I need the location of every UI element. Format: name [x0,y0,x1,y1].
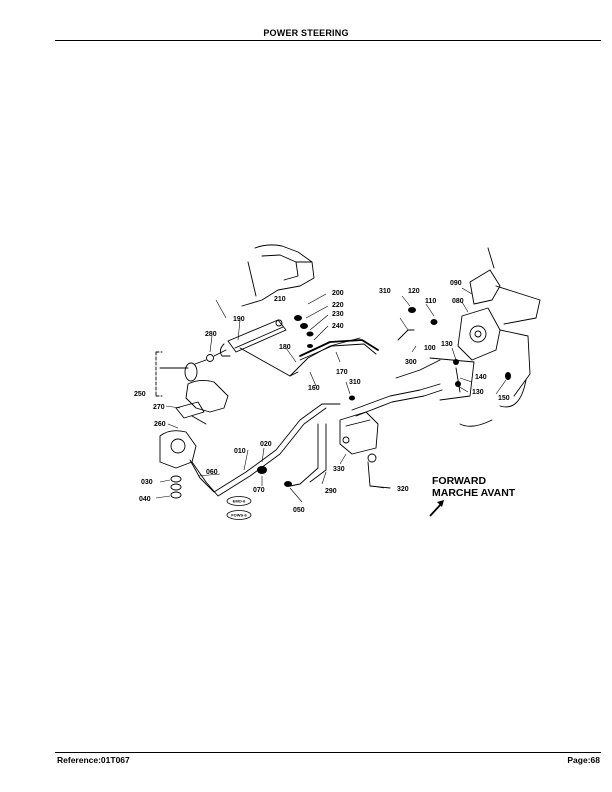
steering-unit [457,307,501,361]
svg-text:EMO-6: EMO-6 [233,499,246,504]
forward-arrow-icon [429,500,444,517]
callout-130a: 130 [441,341,453,348]
page-title: POWER STEERING [263,28,349,38]
direction-label-en: FORWARD [432,475,486,487]
callout-230: 230 [332,311,344,318]
callout-050: 050 [293,507,305,514]
return-line [289,423,319,487]
callout-090: 090 [450,280,462,287]
footer-rule [55,752,601,753]
svg-text:FOWS-6: FOWS-6 [231,513,247,518]
callout-310a: 310 [379,288,391,295]
pressure-line [189,403,341,493]
callout-080: 080 [452,298,464,305]
callout-110: 110 [425,298,436,305]
callout-130b: 130 [472,389,484,396]
callout-150: 150 [498,395,510,402]
hose-170 [299,339,379,357]
callout-240: 240 [332,323,344,330]
callout-020: 020 [260,441,272,448]
callout-210: 210 [274,296,286,303]
callout-330: 330 [333,466,345,473]
callout-160: 160 [308,385,320,392]
callout-310b: 310 [349,379,361,386]
callout-010: 010 [234,448,246,455]
callout-250: 250 [134,391,146,398]
header-rule [55,40,601,41]
steering-cylinder [227,319,287,353]
callout-170: 170 [336,369,348,376]
callout-200: 200 [332,290,344,297]
steering-pump [159,430,197,469]
reference-label: Reference:01T067 [57,755,130,765]
callout-070: 070 [253,487,265,494]
callout-260: 260 [154,421,166,428]
page-number: Page:68 [567,755,600,765]
frame-outline [241,244,315,307]
direction-label-fr: MARCHE AVANT [432,487,516,499]
callout-300: 300 [405,359,417,366]
callout-320: 320 [397,486,409,493]
callout-270: 270 [153,404,165,411]
model-badge-2: FOWS-6 [226,510,252,520]
callout-190: 190 [233,316,245,323]
callout-280: 280 [205,331,217,338]
callout-120: 120 [408,288,420,295]
callout-220: 220 [332,302,344,309]
callout-030: 030 [141,479,153,486]
control-valve [339,411,379,455]
callout-040: 040 [139,496,151,503]
callout-180: 180 [279,344,291,351]
model-badge-1: EMO-6 [226,496,252,506]
callout-100: 100 [424,345,436,352]
callout-290: 290 [325,488,337,495]
callout-140: 140 [475,374,487,381]
callout-060: 060 [206,469,218,476]
steering-knuckle [185,379,229,413]
